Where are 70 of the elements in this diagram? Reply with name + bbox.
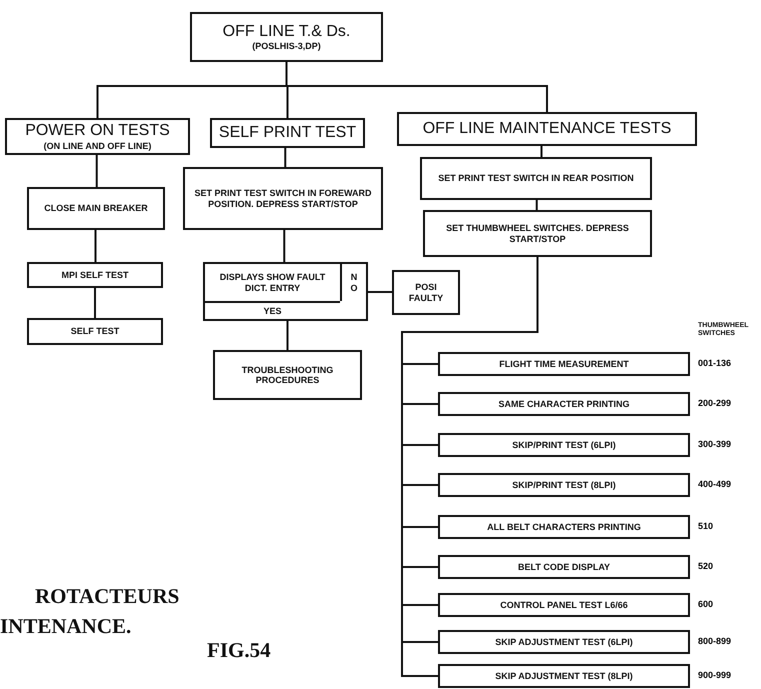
switch-setting: 600	[698, 599, 714, 609]
switch-setting: 200-299	[698, 398, 732, 408]
process-box	[438, 630, 690, 654]
node-text: SET PRINT TEST SWITCH IN FOREWARD POSITION. DEPRESS START/STOP	[194, 188, 372, 209]
process-box	[438, 473, 690, 497]
node-text: CLOSE MAIN BREAKER	[43, 203, 149, 214]
connector-line	[283, 230, 286, 262]
decision-box	[203, 262, 368, 321]
node-subtitle: (POSLHIS-3,DP)	[251, 41, 322, 52]
process-box	[27, 318, 163, 345]
process-box	[183, 167, 383, 230]
process-box	[420, 157, 652, 200]
process-box	[438, 555, 690, 579]
connector-line	[284, 148, 286, 167]
process-box	[397, 112, 697, 146]
node-text: SET THUMBWHEEL SWITCHES. DEPRESS START/STOP	[445, 223, 630, 244]
process-box	[438, 392, 690, 416]
note-text: ROTACTEURS	[35, 584, 180, 609]
branch-label: YES	[205, 301, 340, 319]
connector-line	[94, 288, 96, 318]
node-text: OFF LINE T.& Ds.	[222, 22, 352, 42]
node-text: MPI SELF TEST	[60, 270, 130, 280]
process-box	[438, 352, 690, 376]
node-text: SAME CHARACTER PRINTING	[497, 398, 630, 410]
node-text: POSI FAULTY	[408, 282, 444, 303]
connector-line	[286, 321, 288, 350]
figure-caption: FIG.54	[207, 638, 271, 663]
node-text: SKIP/PRINT TEST (6LPI)	[511, 440, 617, 450]
switch-setting: 300-399	[698, 439, 732, 449]
node-text: TROUBLESHOOTING PROCEDURES	[240, 364, 334, 386]
connector-line	[286, 62, 548, 112]
connector-line	[540, 146, 542, 157]
process-box	[27, 262, 163, 288]
process-box	[392, 270, 460, 315]
switch-setting: 001-136	[698, 358, 732, 368]
connector-line	[536, 200, 538, 210]
node-text: OFF LINE MAINTENANCE TESTS	[422, 120, 672, 138]
node-text: SELF PRINT TEST	[218, 124, 358, 142]
switch-setting: 510	[698, 521, 714, 531]
node-text: BELT CODE DISPLAY	[516, 562, 611, 572]
switch-setting: 400-499	[698, 479, 732, 489]
process-box	[190, 12, 383, 62]
switch-setting: 520	[698, 561, 714, 571]
connector-line	[96, 155, 98, 187]
process-box	[438, 515, 690, 539]
node-text: DISPLAYS SHOW FAULT DICT. ENTRY	[218, 272, 326, 293]
connector-line	[368, 291, 392, 293]
process-box	[423, 210, 652, 257]
node-text: POWER ON TESTS	[24, 122, 171, 141]
process-box	[438, 664, 690, 688]
node-subtitle: (ON LINE AND OFF LINE)	[42, 140, 152, 151]
process-box	[210, 118, 365, 148]
note-text: INTENANCE.	[0, 614, 132, 639]
process-box	[438, 593, 690, 617]
connector-line	[94, 230, 96, 262]
node-text: SELF TEST	[70, 326, 120, 337]
node-text: SKIP ADJUSTMENT TEST (8LPI)	[494, 670, 634, 682]
node-text: SKIP ADJUSTMENT TEST (6LPI)	[494, 636, 634, 648]
node-text: SET PRINT TEST SWITCH IN REAR POSITION	[437, 173, 635, 184]
node-text: ALL BELT CHARACTERS PRINTING	[486, 522, 642, 532]
process-box	[438, 433, 690, 457]
process-box	[5, 118, 190, 155]
node-text: FLIGHT TIME MEASUREMENT	[498, 358, 630, 370]
branch-label: NO	[340, 264, 366, 301]
switch-setting: 800-899	[698, 636, 732, 646]
process-box	[27, 187, 165, 230]
node-text: CONTROL PANEL TEST L6/66	[499, 600, 629, 610]
node-text: SKIP/PRINT TEST (8LPI)	[511, 480, 617, 490]
switch-setting: 900-999	[698, 670, 732, 680]
process-box	[213, 350, 362, 400]
